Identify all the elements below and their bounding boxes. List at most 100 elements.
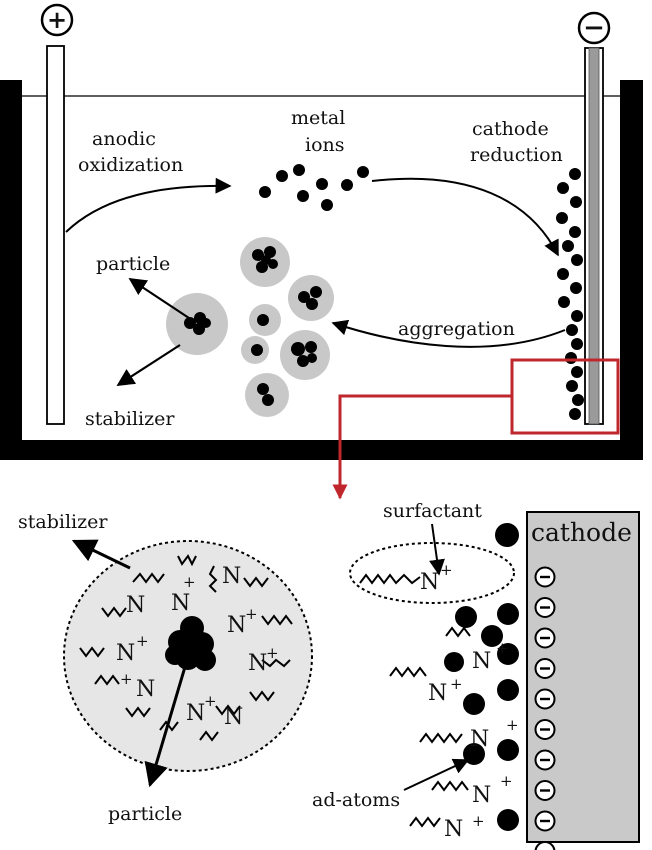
ad-atom (571, 254, 583, 266)
plus-symbol: + (204, 692, 217, 710)
ad-atom (572, 394, 584, 406)
ad-atom (571, 338, 583, 350)
plus-symbol: + (496, 639, 509, 657)
ad-atom (569, 226, 581, 238)
ad-atom (444, 652, 464, 672)
ions-label: ions (305, 134, 345, 156)
ad-atom (571, 366, 583, 378)
n-symbol: N (470, 727, 489, 752)
plus-symbol: + (183, 573, 196, 591)
ad-atom (495, 523, 519, 547)
surfactant-tail (359, 573, 421, 585)
zoom-callout-arrow (332, 394, 512, 500)
stabilizer-pointer-top (116, 344, 181, 386)
n-symbol: N (472, 649, 491, 674)
plus-symbol: + (472, 812, 485, 830)
particle-halo (240, 237, 290, 287)
aggregation-arrow (331, 319, 566, 348)
metal-ions-group (259, 164, 369, 211)
cathode-label: cathode (472, 118, 549, 140)
n-symbol: N (420, 570, 439, 595)
ad-atom (463, 693, 485, 715)
ad-atoms-on-cathode (556, 168, 584, 420)
surfactant-highlight (349, 542, 515, 604)
ad-atom (562, 240, 574, 252)
reduction-arrow (371, 177, 559, 257)
ad-atom (569, 408, 581, 420)
plus-symbol: + (120, 670, 133, 688)
particle-pointer-bottom (144, 649, 192, 788)
aggregation-label: aggregation (398, 318, 515, 340)
surface-charges (534, 566, 556, 850)
cathode-sign: − (583, 13, 605, 43)
ad-atom (565, 352, 577, 364)
n-symbol: N (136, 677, 155, 702)
n-symbol: N (224, 705, 243, 730)
n-symbol: N (428, 681, 447, 706)
n-symbol: N (222, 564, 241, 589)
stabilizer-label-bottom: stabilizer (18, 511, 108, 533)
metal-ion (297, 190, 309, 202)
metal-ion (259, 186, 271, 198)
plus-symbol: + (506, 716, 519, 734)
ad-atom (497, 603, 519, 625)
oxidization-arrow (65, 177, 232, 233)
oxidization-label: oxidization (78, 154, 183, 176)
metal-ion (357, 166, 369, 178)
metal-ion (293, 164, 305, 176)
particle-halo (288, 275, 334, 321)
ad-atom (455, 606, 477, 628)
ad-atom (497, 739, 519, 761)
ad-atom (571, 310, 583, 322)
reduction-label: reduction (470, 144, 563, 166)
stabilized-particles (166, 237, 334, 417)
plus-symbol: + (266, 644, 279, 662)
cathode-minus-icon: − (577, 11, 611, 45)
metal-ion (276, 170, 288, 182)
metal-label: metal (291, 107, 345, 129)
n-symbol: N (227, 613, 246, 638)
ad-atom (569, 168, 581, 180)
adsorbed-surfactants: N + N + N + N + N + (389, 626, 519, 842)
ad-atom (566, 324, 578, 336)
n-symbol: N (186, 701, 205, 726)
particle-pointer-top (128, 278, 196, 323)
n-symbol: N (248, 651, 267, 676)
particle-halo (249, 304, 281, 336)
plus-symbol: + (440, 561, 453, 579)
ad-atoms-pointer (403, 758, 470, 791)
ad-atom (497, 643, 519, 665)
n-symbol: N (116, 641, 135, 666)
particle-halo (245, 373, 289, 417)
stabilizer-pointer-bottom (71, 539, 131, 570)
stabilizer-label-top: stabilizer (85, 408, 175, 430)
cathode-electrode (584, 47, 604, 425)
surfactant-label: surfactant (383, 500, 482, 522)
surfactant-pointer (429, 523, 445, 576)
particle-halo (280, 330, 330, 380)
plus-symbol: + (245, 605, 258, 623)
plus-symbol: + (500, 772, 513, 790)
particle-label-top: particle (96, 253, 170, 275)
ad-atom (556, 212, 568, 224)
metal-ion (316, 178, 328, 190)
anode-electrode (46, 45, 65, 425)
cathode-box-label: cathode (531, 518, 632, 547)
ad-atom (497, 809, 519, 831)
ad-atoms-label: ad-atoms (312, 789, 400, 811)
particle-halo (241, 336, 269, 364)
anodic-label: anodic (92, 128, 156, 150)
anode-plus-icon: + (40, 3, 74, 37)
ad-atom (558, 296, 570, 308)
plus-symbol: + (450, 675, 463, 693)
metal-ion (341, 179, 353, 191)
negative-charge-icon (534, 841, 556, 850)
ammonium-heads: N N + N N + N + N + N + N + N (116, 564, 279, 730)
ad-atom (497, 679, 519, 701)
n-symbol: N (444, 817, 463, 842)
n-symbol: N (472, 783, 491, 808)
anode-sign: + (47, 5, 67, 34)
ad-atom (570, 196, 582, 208)
n-symbol: N (171, 591, 190, 616)
